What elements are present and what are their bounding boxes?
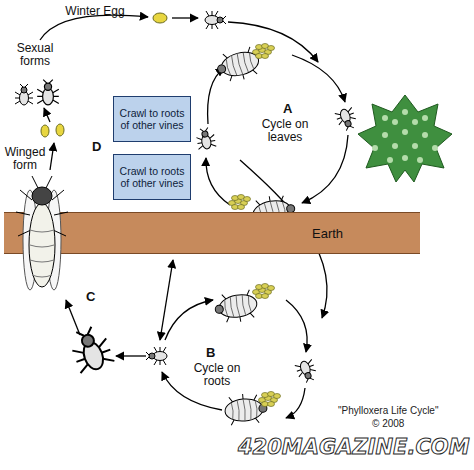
callout-letter: A (283, 102, 297, 115)
leaf-galls (372, 109, 438, 163)
watermark: 420MAGAZINE.COM (238, 441, 474, 454)
sexual-form (15, 84, 33, 105)
note-box: Crawl to roots of other vines (113, 154, 191, 200)
egg-cluster (253, 44, 275, 59)
stage-label: Winged form (2, 146, 48, 172)
earth-band: Earth (4, 212, 420, 254)
cycle-arrow (302, 135, 348, 203)
egg-cluster (259, 392, 281, 407)
nymph-insect (294, 358, 318, 384)
copyright-note: © 2008 (372, 418, 432, 429)
callout-letter: B (206, 346, 220, 359)
winter-egg (153, 13, 167, 23)
cycle-arrow (116, 355, 146, 356)
cycle-label: Cycle on leaves (252, 118, 318, 144)
egg-cluster (253, 284, 275, 299)
cycle-label: Cycle on roots (186, 362, 248, 388)
callout-letter: D (92, 140, 106, 153)
leaf-blade (358, 95, 452, 182)
node-text: Crawl to roots of other vines (114, 165, 190, 189)
stage-label: Winter Egg (55, 5, 135, 18)
nymph-insect (195, 127, 216, 151)
egg (56, 124, 64, 136)
body-segments (30, 230, 54, 277)
nymph-insect (205, 11, 226, 29)
egg (41, 125, 49, 137)
cycle-arrow (44, 108, 50, 122)
grape-leaf (358, 95, 452, 182)
note-box: Crawl to roots of other vines (113, 96, 191, 142)
nymph-insect (67, 323, 115, 375)
sexual-form (37, 80, 59, 105)
stage-label: Sexual forms (12, 42, 58, 68)
cycle-arrow (206, 158, 230, 205)
egg-cluster (229, 195, 251, 210)
adult-insect (224, 392, 268, 426)
cycle-arrow (50, 143, 54, 170)
cycle-arrow (286, 388, 305, 418)
winged-insect (16, 176, 68, 290)
nymph-insect (146, 347, 167, 365)
cycle-arrow (286, 300, 307, 352)
node-text: Crawl to roots of other vines (114, 107, 190, 131)
cycle-arrow (172, 17, 198, 18)
adult-insect (213, 289, 260, 326)
insect-body (29, 203, 55, 287)
cycle-arrow (292, 55, 345, 102)
cycle-arrow (165, 300, 213, 340)
nymph-insect (334, 106, 358, 132)
cycle-arrow (66, 300, 80, 335)
insect-antennae (32, 176, 52, 188)
figure-caption: "Phylloxera Life Cycle" (338, 405, 438, 416)
callout-letter: C (86, 290, 100, 303)
cycle-arrow (40, 15, 148, 40)
cycle-arrow (208, 68, 224, 124)
insect-head (32, 187, 52, 205)
